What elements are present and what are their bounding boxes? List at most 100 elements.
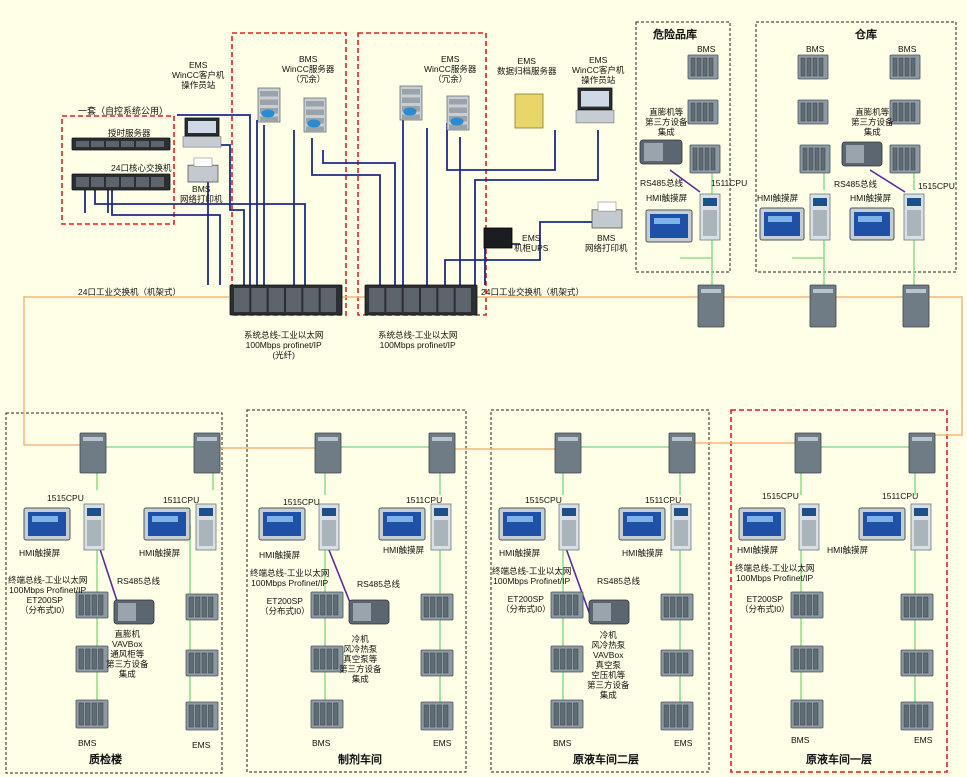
bms-server-device-2-bay-0 [306, 101, 324, 107]
ems-server-device-1-db-icon [403, 107, 417, 116]
prep-third-party-label: 冷机 风冷热泵 真空泵等 第三方设备 集成 [339, 634, 382, 684]
f1-io-right-3-module-1 [910, 704, 916, 728]
prep-cpu2-label: 1511CPU [406, 495, 443, 505]
f1-switch-1-ports [798, 437, 818, 441]
area-box-prep [246, 409, 467, 773]
qc-cpu-1-panel [87, 520, 101, 546]
prep-io-left-1-module-0 [313, 594, 319, 616]
warehouse-hmi1-label: HMI触摸屏 [757, 193, 799, 203]
hazard-third-party-label: 直膨机等 第三方设备 集成 [645, 107, 688, 137]
f2-chiller-tank [593, 603, 611, 621]
hazard-bms-plc-3-module-3 [710, 147, 716, 171]
qc-switch-2 [193, 432, 221, 474]
right-industrial-switch-port-3 [421, 288, 437, 312]
ems-client2-device-screen [581, 91, 609, 107]
prep-io-left-3-module-3 [333, 702, 339, 726]
qc-io-left-1-module-0 [78, 594, 84, 616]
ups-label: EMS 机柜UPS [514, 233, 549, 253]
f1-cpu-2-panel [914, 520, 928, 546]
f1-switch-2-ports [912, 437, 932, 441]
core-switch-device-port-1 [91, 177, 104, 187]
hazard-bms-plc-1-module-3 [708, 57, 714, 77]
left-industrial-switch-port-2 [268, 288, 284, 312]
ups-device [483, 227, 513, 249]
qc-hmi1-label: HMI触摸屏 [19, 548, 61, 558]
prep-switch-2 [428, 432, 456, 474]
f1-switch-2 [908, 432, 936, 474]
qc-io-left-2-module-3 [98, 648, 104, 670]
warehouse-bms-plc-5-module-1 [808, 147, 814, 171]
hazard-bms-plc-2-module-1 [696, 102, 702, 122]
f1-io-left-3-module-2 [806, 702, 812, 726]
area-title-f1: 原液车间一层 [806, 754, 872, 766]
lan-cable-6 [322, 150, 396, 285]
lan-cable-0 [207, 144, 245, 285]
qc-io-right-3-module-1 [195, 704, 201, 728]
prep-io-left-2-module-0 [313, 648, 319, 670]
area-box-hazard [635, 21, 731, 273]
qc-io-left-3-module-0 [78, 702, 84, 726]
hazard-chiller-tank [644, 143, 663, 161]
qc-io-right-1-module-2 [201, 596, 207, 618]
prep-io-right-1-module-3 [443, 596, 449, 618]
ems-server-device-1-bay-1 [402, 97, 420, 103]
right-switch-label: 24口工业交换机（机架式） [481, 287, 584, 297]
area-title-prep: 制剂车间 [338, 754, 382, 766]
f2-hmi-2-screen [623, 512, 661, 536]
qc-hmi2-label: HMI触摸屏 [139, 548, 181, 558]
qc-io-left-2-module-2 [91, 648, 97, 670]
f1-io-left-1-module-0 [793, 594, 799, 616]
f2-io-left-3-module-0 [553, 702, 559, 726]
qc-cpu1-label: 1515CPU [47, 493, 84, 503]
rs485-cable-warehouse [869, 169, 906, 193]
lan-cable-9 [446, 123, 556, 171]
prep-chiller-tank [353, 603, 371, 621]
f1-io-left-2-module-1 [800, 648, 806, 670]
f2-switch-1-ports [558, 437, 578, 441]
hazard-switch [697, 284, 725, 328]
area-title-hazard: 危险品库 [653, 29, 697, 41]
f1-hmi1-label: HMI触摸屏 [737, 545, 779, 555]
f1-io-left-2-module-3 [813, 648, 819, 670]
hazard-bms-plc-2-module-3 [708, 102, 714, 122]
prep-io-left-1-module-2 [326, 594, 332, 616]
hazard-hmi-bar [654, 218, 680, 224]
f1-field-bus-label: 终端总线-工业以太网 100Mbps Profinet/IP [735, 563, 815, 583]
qc-io-left-1-module-3 [98, 594, 104, 616]
qc-cpu-2-display [199, 508, 213, 516]
f2-io-left-1-module-2 [566, 594, 572, 616]
f2-io-left-1-module-3 [573, 594, 579, 616]
f1-cpu-1-display [802, 508, 816, 516]
warehouse-cpu-1-display [813, 198, 827, 206]
f2-io-right-2-module-2 [676, 652, 682, 674]
rs485-cable-qc [96, 539, 121, 611]
f1-io-right-1-module-0 [903, 596, 909, 618]
right-switch-caption: 系统总线-工业以太网 100Mbps profinet/IP [378, 330, 458, 350]
prep-bms-label: BMS [312, 738, 331, 748]
time-server-device-port-0 [76, 141, 89, 147]
warehouse-bms-plc-6-module-1 [898, 147, 904, 171]
lan-cable-1 [177, 114, 251, 285]
f2-io-left-2-module-0 [553, 648, 559, 670]
bms-printer-device [187, 164, 219, 183]
qc-cpu-2-panel [199, 520, 213, 546]
f2-io-right-2-module-1 [670, 652, 676, 674]
left-industrial-switch-port-4 [303, 288, 319, 312]
f1-hmi2-label: HMI触摸屏 [827, 545, 869, 555]
prep-io-right-3-module-1 [430, 704, 436, 728]
core-switch-device-port-2 [106, 177, 119, 187]
f1-io-left-3-module-3 [813, 702, 819, 726]
area-title-warehouse: 仓库 [855, 29, 877, 41]
left-industrial-switch-port-3 [286, 288, 302, 312]
common-group-title: 一套（自控系统公用） [78, 106, 169, 116]
prep-rs485-label: RS485总线 [357, 579, 400, 589]
warehouse-bms-plc-5-module-2 [814, 147, 820, 171]
warehouse-cpu-1-panel [813, 210, 827, 236]
f1-io-right-3-module-0 [903, 704, 909, 728]
f2-et200-label: ET200SP （分布式I0） [501, 594, 551, 614]
warehouse-bms-plc-1-module-2 [812, 57, 818, 77]
warehouse-bms2-label: BMS [898, 44, 917, 54]
prep-hmi-1-screen [263, 512, 301, 536]
bms-printer-device-paper [193, 157, 213, 167]
ems-printer-device [591, 209, 623, 229]
